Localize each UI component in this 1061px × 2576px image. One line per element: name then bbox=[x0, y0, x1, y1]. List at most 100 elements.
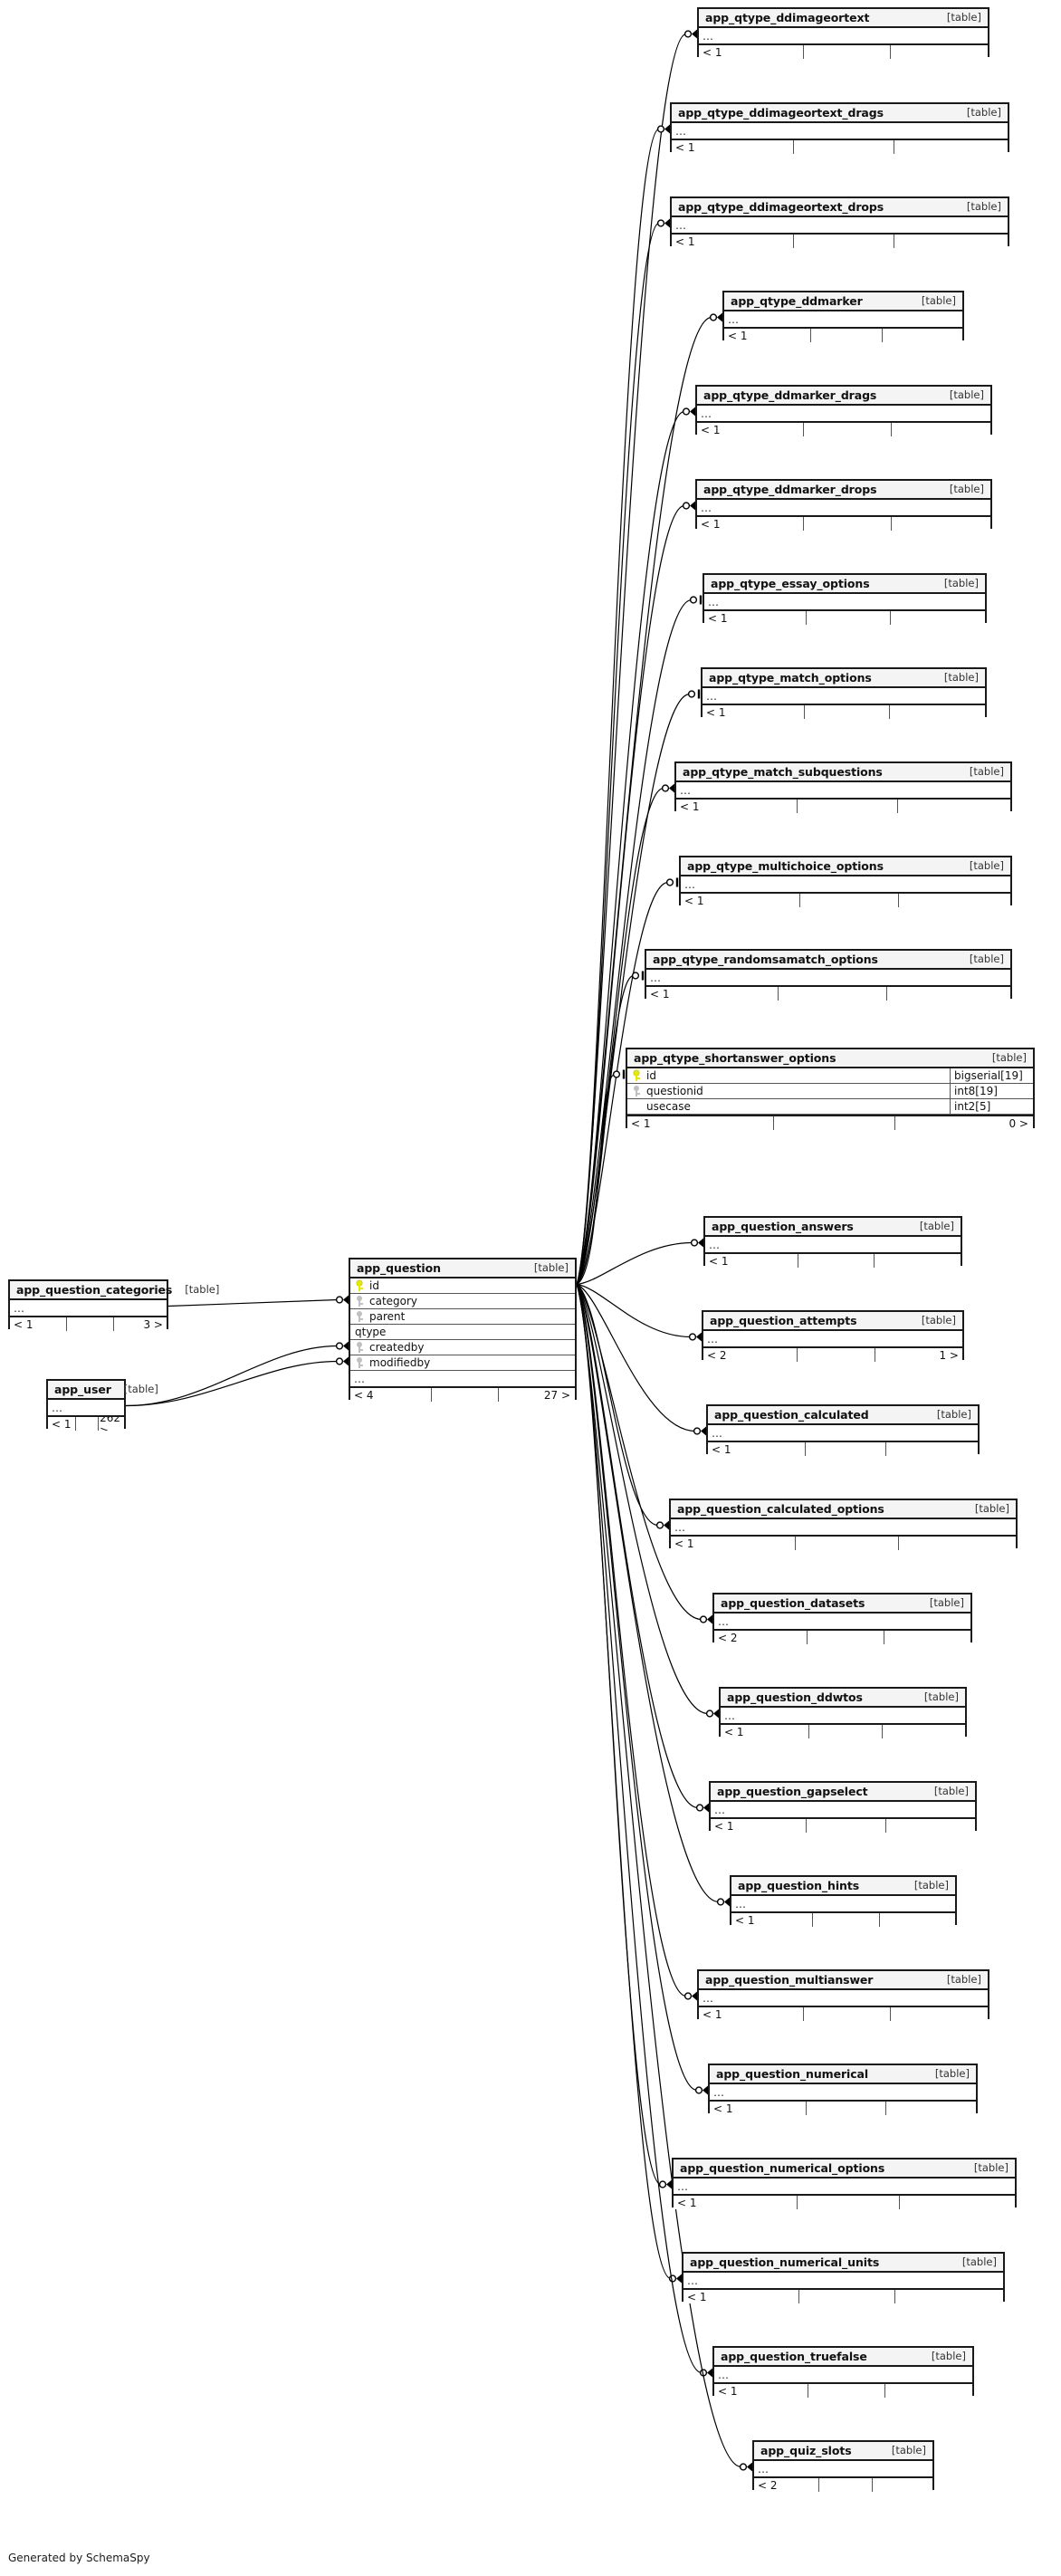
table-node-app_qtype_multichoice_options[interactable]: app_qtype_multichoice_options[table]…< 1 bbox=[679, 856, 1012, 907]
table-header[interactable]: app_qtype_match_subquestions[table] bbox=[676, 763, 1010, 782]
parents-count: < 1 bbox=[701, 423, 721, 436]
table-node-app_question_answers[interactable]: app_question_answers[table]…< 1 bbox=[703, 1216, 962, 1268]
table-header[interactable]: app_qtype_essay_options[table] bbox=[704, 575, 985, 594]
table-node-app_question_numerical_units[interactable]: app_question_numerical_units[table]… < 1 bbox=[682, 2252, 1005, 2303]
parents-count: < 1 bbox=[677, 2196, 697, 2209]
table-node-app_question_multianswer[interactable]: app_question_multianswer[table]…< 1 bbox=[697, 1969, 989, 2021]
table-node-app_quiz_slots[interactable]: app_quiz_slots[table]…< 2 bbox=[752, 2440, 934, 2492]
table-header[interactable]: app_question_truefalse[table] bbox=[714, 2348, 972, 2367]
table-node-app_question_ddwtos[interactable]: app_question_ddwtos[table]…< 1 bbox=[719, 1687, 967, 1738]
table-node-app_qtype_ddmarker_drops[interactable]: app_qtype_ddmarker_drops[table]…< 1 bbox=[695, 479, 992, 531]
table-header[interactable]: app_qtype_ddimageortext[table] bbox=[699, 9, 988, 28]
crowsfoot-many-marker bbox=[739, 2462, 752, 2472]
table-header[interactable]: app_qtype_ddimageortext_drops[table] bbox=[672, 198, 1008, 217]
crowsfoot-many-marker bbox=[695, 1803, 709, 1813]
children-count bbox=[897, 800, 1010, 813]
children-count bbox=[882, 329, 962, 342]
table-node-app_qtype_match_subquestions[interactable]: app_qtype_match_subquestions[table]…< 1 bbox=[674, 761, 1012, 813]
table-header[interactable]: app_user[table] bbox=[48, 1381, 158, 1400]
table-node-app_question_datasets[interactable]: app_question_datasets[table]…< 2 bbox=[712, 1593, 972, 1644]
table-node-app_qtype_randomsamatch_options[interactable]: app_qtype_randomsamatch_options[table]…<… bbox=[645, 949, 1012, 1001]
table-header[interactable]: app_question_calculated_options[table] bbox=[671, 1500, 1016, 1519]
columns-ellipsis-row: … bbox=[711, 1802, 975, 1817]
footer-spacer bbox=[805, 1442, 885, 1456]
table-node-app_question_numerical_options[interactable]: app_question_numerical_options[table]…< … bbox=[672, 2158, 1017, 2209]
table-header[interactable]: app_question_multianswer[table] bbox=[699, 1971, 988, 1990]
table-node-app_question_truefalse[interactable]: app_question_truefalse[table]…< 1 bbox=[712, 2346, 974, 2398]
column-name-cell: questionid bbox=[627, 1084, 950, 1098]
column-name: … bbox=[703, 1991, 714, 2005]
table-header[interactable]: app_question[table] bbox=[350, 1259, 575, 1278]
table-header[interactable]: app_question_numerical_units[table] bbox=[683, 2254, 1003, 2273]
table-node-app_question_gapselect[interactable]: app_question_gapselect[table]…< 1 bbox=[709, 1781, 977, 1833]
table-header[interactable]: app_question_datasets[table] bbox=[714, 1594, 970, 1614]
table-header[interactable]: app_question_answers[table] bbox=[705, 1218, 961, 1237]
table-node-app_question_calculated_options[interactable]: app_question_calculated_options[table]…<… bbox=[669, 1499, 1018, 1550]
table-node-app_qtype_ddimageortext_drags[interactable]: app_qtype_ddimageortext_drags[table]…< 1 bbox=[670, 102, 1009, 154]
table-header[interactable]: app_qtype_ddmarker_drops[table] bbox=[697, 481, 990, 500]
table-name: app_qtype_essay_options bbox=[711, 576, 870, 590]
table-header[interactable]: app_question_ddwtos[table] bbox=[721, 1689, 965, 1708]
edge-app_question-to-app_question_numerical bbox=[576, 1284, 698, 2092]
table-header[interactable]: app_question_categories[table] bbox=[10, 1281, 219, 1300]
table-header[interactable]: app_qtype_multichoice_options[table] bbox=[681, 857, 1010, 876]
one-marker bbox=[631, 971, 645, 981]
column-name: … bbox=[684, 877, 696, 891]
table-node-app_qtype_ddmarker[interactable]: app_qtype_ddmarker[table]…< 1 bbox=[722, 291, 964, 342]
parents-count: < 1 bbox=[687, 2290, 707, 2303]
columns-ellipsis-row: … bbox=[697, 406, 990, 421]
column-name: … bbox=[674, 1520, 686, 1534]
table-node-app_qtype_match_options[interactable]: app_qtype_match_options[table]…< 1 bbox=[701, 667, 987, 719]
table-header[interactable]: app_qtype_ddimageortext_drags[table] bbox=[672, 104, 1008, 123]
table-kind-label: [table] bbox=[949, 483, 984, 495]
table-node-app_qtype_essay_options[interactable]: app_qtype_essay_options[table]…< 1 bbox=[703, 573, 987, 625]
table-header[interactable]: app_question_numerical_options[table] bbox=[674, 2159, 1015, 2179]
table-header[interactable]: app_qtype_ddmarker[table] bbox=[724, 292, 962, 311]
table-footer: < 1 bbox=[703, 704, 985, 719]
table-header[interactable]: app_question_hints[table] bbox=[731, 1877, 955, 1896]
table-header[interactable]: app_qtype_match_options[table] bbox=[703, 669, 985, 688]
table-column-row: qtype bbox=[350, 1325, 575, 1340]
table-node-app_qtype_ddmarker_drags[interactable]: app_qtype_ddmarker_drags[table]… < 1 bbox=[695, 385, 992, 436]
footer-spacer bbox=[810, 329, 882, 342]
table-header[interactable]: app_quiz_slots[table] bbox=[754, 2442, 932, 2461]
footer-spacer bbox=[797, 1254, 875, 1268]
table-node-app_qtype_ddimageortext[interactable]: app_qtype_ddimageortext[table]…< 1 bbox=[697, 7, 989, 59]
table-header[interactable]: app_qtype_randomsamatch_options[table] bbox=[646, 951, 1010, 970]
columns-ellipsis-row: … bbox=[703, 688, 985, 704]
table-node-app_question_calculated[interactable]: app_question_calculated[table]…< 1 bbox=[706, 1404, 980, 1456]
table-name: app_qtype_ddmarker_drags bbox=[703, 388, 877, 402]
table-node-app_qtype_ddimageortext_drops[interactable]: app_qtype_ddimageortext_drops[table]…< 1 bbox=[670, 196, 1009, 248]
table-header[interactable]: app_question_numerical[table] bbox=[710, 2065, 976, 2084]
table-header[interactable]: app_question_gapselect[table] bbox=[711, 1783, 975, 1802]
table-header[interactable]: app_question_attempts[table] bbox=[703, 1312, 962, 1331]
table-header[interactable]: app_qtype_shortanswer_options[table] bbox=[627, 1049, 1033, 1068]
footer-spacer bbox=[803, 517, 891, 531]
children-count: 1 > bbox=[875, 1348, 962, 1362]
crowsfoot-many-marker bbox=[699, 2368, 712, 2378]
table-header[interactable]: app_qtype_ddmarker_drags[table] bbox=[697, 387, 990, 406]
columns-ellipsis-row: … bbox=[350, 1371, 575, 1386]
column-name: … bbox=[687, 2274, 699, 2287]
columns-ellipsis-row: … bbox=[703, 1331, 962, 1346]
table-columns: … bbox=[672, 217, 1008, 233]
table-node-app_question_hints[interactable]: app_question_hints[table]…< 1 bbox=[730, 1875, 957, 1927]
table-header[interactable]: app_question_calculated[table] bbox=[708, 1406, 978, 1425]
column-name: qtype bbox=[355, 1326, 387, 1338]
table-node-app_question_numerical[interactable]: app_question_numerical[table]…< 1 bbox=[708, 2064, 978, 2115]
foreign-key-icon bbox=[355, 1311, 365, 1322]
table-footer: < 1 bbox=[699, 2006, 988, 2021]
column-name: id bbox=[369, 1279, 379, 1292]
children-count bbox=[879, 1913, 955, 1927]
columns-ellipsis-row: … bbox=[672, 217, 1008, 233]
generated-by-footer: Generated by SchemaSpy bbox=[8, 2552, 150, 2564]
table-footer: < 1 bbox=[721, 1723, 965, 1738]
table-kind-label: [table] bbox=[961, 2255, 997, 2268]
crowsfoot-many-marker bbox=[335, 1341, 349, 1351]
